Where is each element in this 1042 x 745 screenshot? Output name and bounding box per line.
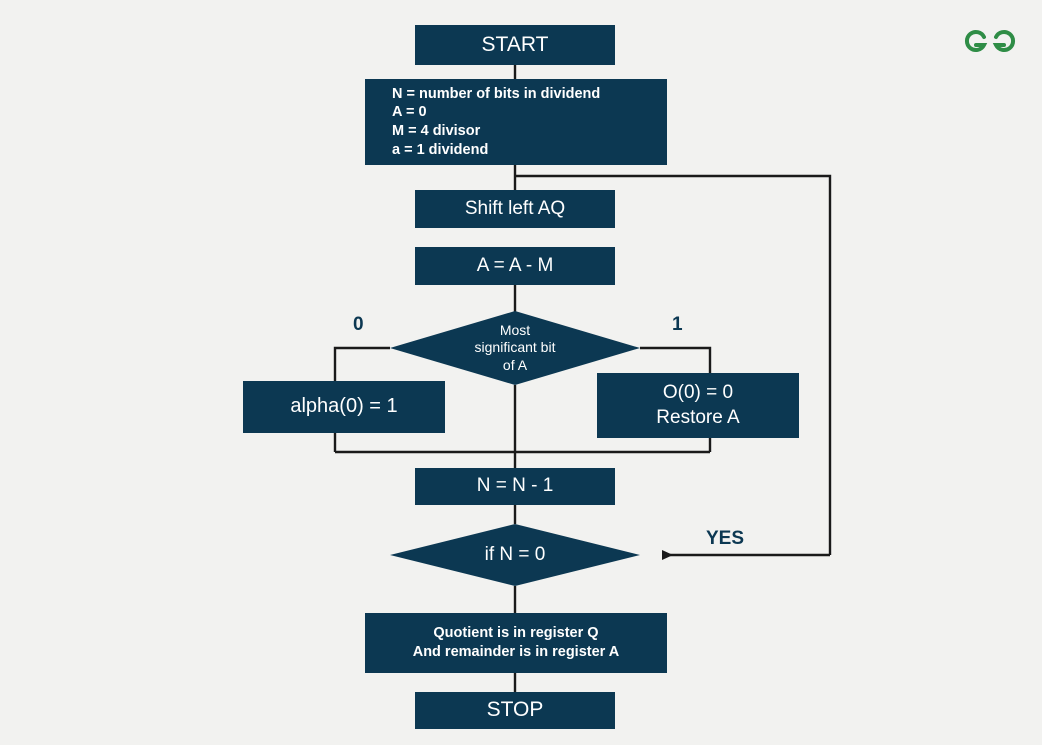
edge-label-branch-zero: 0 — [353, 314, 364, 335]
node-if-n-zero-decision[interactable]: if N = 0 — [390, 524, 640, 586]
node-subtract-a-minus-m[interactable]: A = A - M — [415, 247, 615, 285]
node-alpha-set[interactable]: alpha(0) = 1 — [243, 381, 445, 433]
edge-label-branch-one: 1 — [672, 314, 683, 335]
node-shift-left-aq[interactable]: Shift left AQ — [415, 190, 615, 228]
node-result[interactable]: Quotient is in register Q And remainder … — [365, 613, 667, 673]
node-stop[interactable]: STOP — [415, 692, 615, 729]
node-initialization[interactable]: N = number of bits in dividend A = 0 M =… — [365, 79, 667, 165]
node-decrement-n[interactable]: N = N - 1 — [415, 468, 615, 505]
geeksforgeeks-logo — [964, 30, 1016, 52]
node-start[interactable]: START — [415, 25, 615, 65]
edge-label-loop-yes: YES — [706, 528, 745, 549]
node-restore-a[interactable]: O(0) = 0 Restore A — [597, 373, 799, 438]
